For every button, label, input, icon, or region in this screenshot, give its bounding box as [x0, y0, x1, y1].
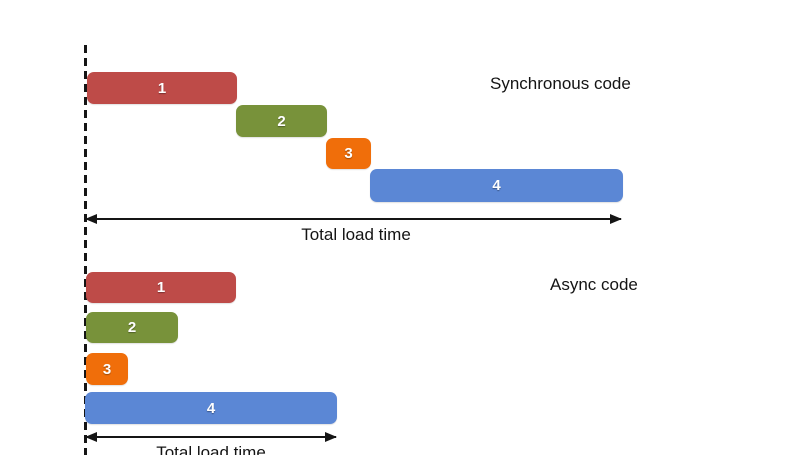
- total-load-time-label-async: Total load time: [156, 443, 266, 455]
- section-label-synchronous-code: Synchronous code: [490, 74, 631, 93]
- task-bar-3-sync: 3: [326, 138, 371, 169]
- arrow-head-left-icon: [85, 432, 97, 442]
- arrow-head-right-icon: [325, 432, 337, 442]
- task-bar-2-async: 2: [86, 312, 178, 343]
- task-bar-3-async: 3: [86, 353, 128, 385]
- task-bar-2-sync: 2: [236, 105, 327, 137]
- timeline-start-dashed-line: [84, 45, 87, 455]
- arrow-head-left-icon: [85, 214, 97, 224]
- total-load-time-arrow-async: [85, 432, 337, 442]
- total-load-time-arrow-sync: [85, 214, 622, 224]
- task-bar-1-sync: 1: [87, 72, 237, 104]
- arrow-head-right-icon: [610, 214, 622, 224]
- section-label-async-code: Async code: [550, 275, 638, 294]
- task-bar-4-async: 4: [85, 392, 337, 424]
- total-load-time-label-sync: Total load time: [301, 225, 411, 244]
- task-bar-4-sync: 4: [370, 169, 623, 202]
- task-bar-1-async: 1: [86, 272, 236, 303]
